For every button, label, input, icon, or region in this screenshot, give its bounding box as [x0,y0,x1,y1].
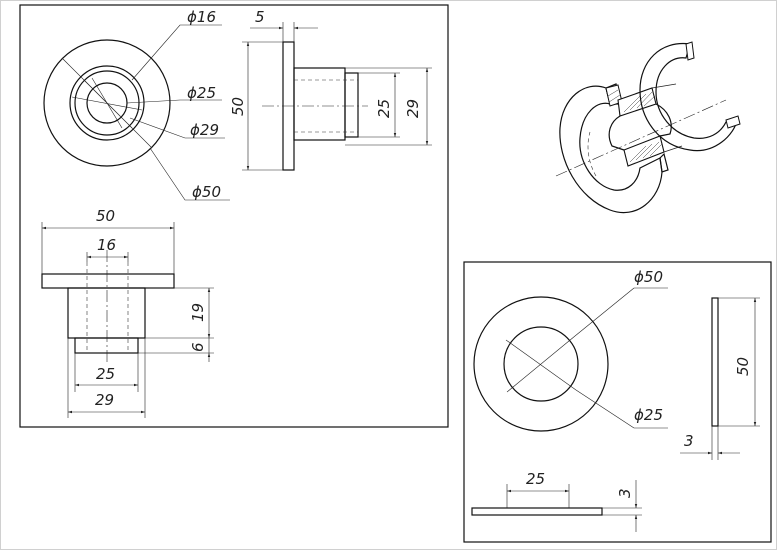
washer-side-view: 50 3 [680,297,760,460]
front-d16-label: ϕ16 [187,8,216,26]
washer-top-view: 25 3 [471,470,642,532]
drawing2-frame [463,261,772,543]
side-dim-29: 29 [404,99,422,118]
washer-front-view: ϕ50 ϕ25 [473,268,668,432]
side-view: 5 50 25 29 [229,8,432,171]
side-dim-5: 5 [255,8,265,26]
washer-side-dim-50: 50 [734,357,752,376]
top-view: 50 16 19 6 25 29 [41,207,214,418]
top-dim-29: 29 [95,391,114,409]
front-view: ϕ16 ϕ25 ϕ29 ϕ50 [43,8,230,201]
side-dim-50: 50 [229,97,247,116]
front-d29-label: ϕ29 [190,121,219,139]
washer-side-dim-3: 3 [684,432,694,450]
top-dim-6: 6 [189,342,207,352]
isometric-cutaway [555,41,741,214]
washer-d25-label: ϕ25 [634,406,663,424]
top-dim-25: 25 [96,365,115,383]
front-d25-label: ϕ25 [187,84,216,102]
drawing1-frame [19,4,449,428]
top-dim-50: 50 [96,207,115,225]
top-dim-16: 16 [97,236,116,254]
washer-top-dim-25: 25 [526,470,545,488]
front-d50-label: ϕ50 [192,183,221,201]
side-dim-25: 25 [375,99,393,118]
washer-d50-label: ϕ50 [634,268,663,286]
top-dim-19: 19 [189,303,207,322]
washer-top-dim-3: 3 [616,488,634,498]
